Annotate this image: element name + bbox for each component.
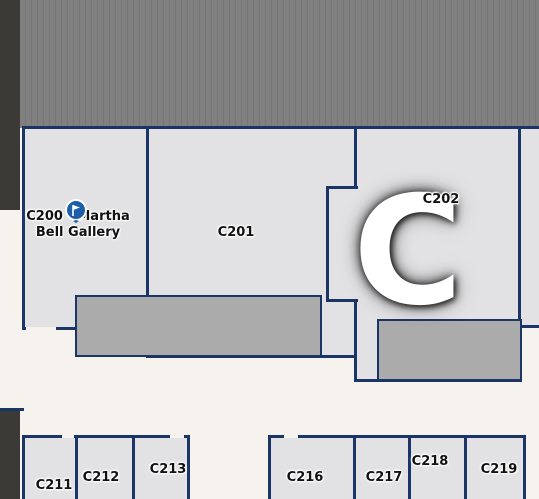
room-label-c216: C216 bbox=[286, 470, 324, 485]
flag-pin-icon[interactable] bbox=[64, 199, 88, 223]
room-label-c202: C202 bbox=[422, 192, 460, 207]
room-label-c201: C201 bbox=[217, 225, 255, 240]
room-c216[interactable] bbox=[268, 435, 356, 499]
room-c212[interactable] bbox=[75, 435, 135, 499]
room-label-c211: C211 bbox=[35, 478, 73, 493]
room-label-c212: C212 bbox=[82, 470, 120, 485]
room-label-c219: C219 bbox=[480, 462, 518, 477]
room-c202-annex bbox=[326, 186, 358, 302]
room-label-c217: C217 bbox=[365, 470, 403, 485]
door-gap bbox=[62, 435, 74, 438]
wall-segment-south bbox=[0, 408, 24, 411]
room-label-c200-line2: Bell Gallery bbox=[35, 225, 121, 240]
room-c213[interactable] bbox=[132, 435, 190, 499]
door-gap bbox=[170, 435, 184, 438]
roof-area bbox=[20, 0, 539, 128]
room-label-c213: C213 bbox=[149, 462, 187, 477]
exterior-edge-bottom-left bbox=[0, 410, 20, 499]
room-c218[interactable] bbox=[408, 435, 467, 499]
door-gap bbox=[26, 327, 56, 330]
room-c219[interactable] bbox=[464, 435, 526, 499]
service-block-east bbox=[377, 319, 522, 381]
exterior-edge-top-left bbox=[0, 0, 20, 210]
service-block-west bbox=[75, 295, 322, 357]
building-letter: C bbox=[352, 165, 464, 339]
room-c217[interactable] bbox=[353, 435, 411, 499]
door-gap bbox=[284, 435, 298, 438]
room-label-c218: C218 bbox=[411, 454, 449, 469]
room-east-edge bbox=[518, 126, 539, 328]
